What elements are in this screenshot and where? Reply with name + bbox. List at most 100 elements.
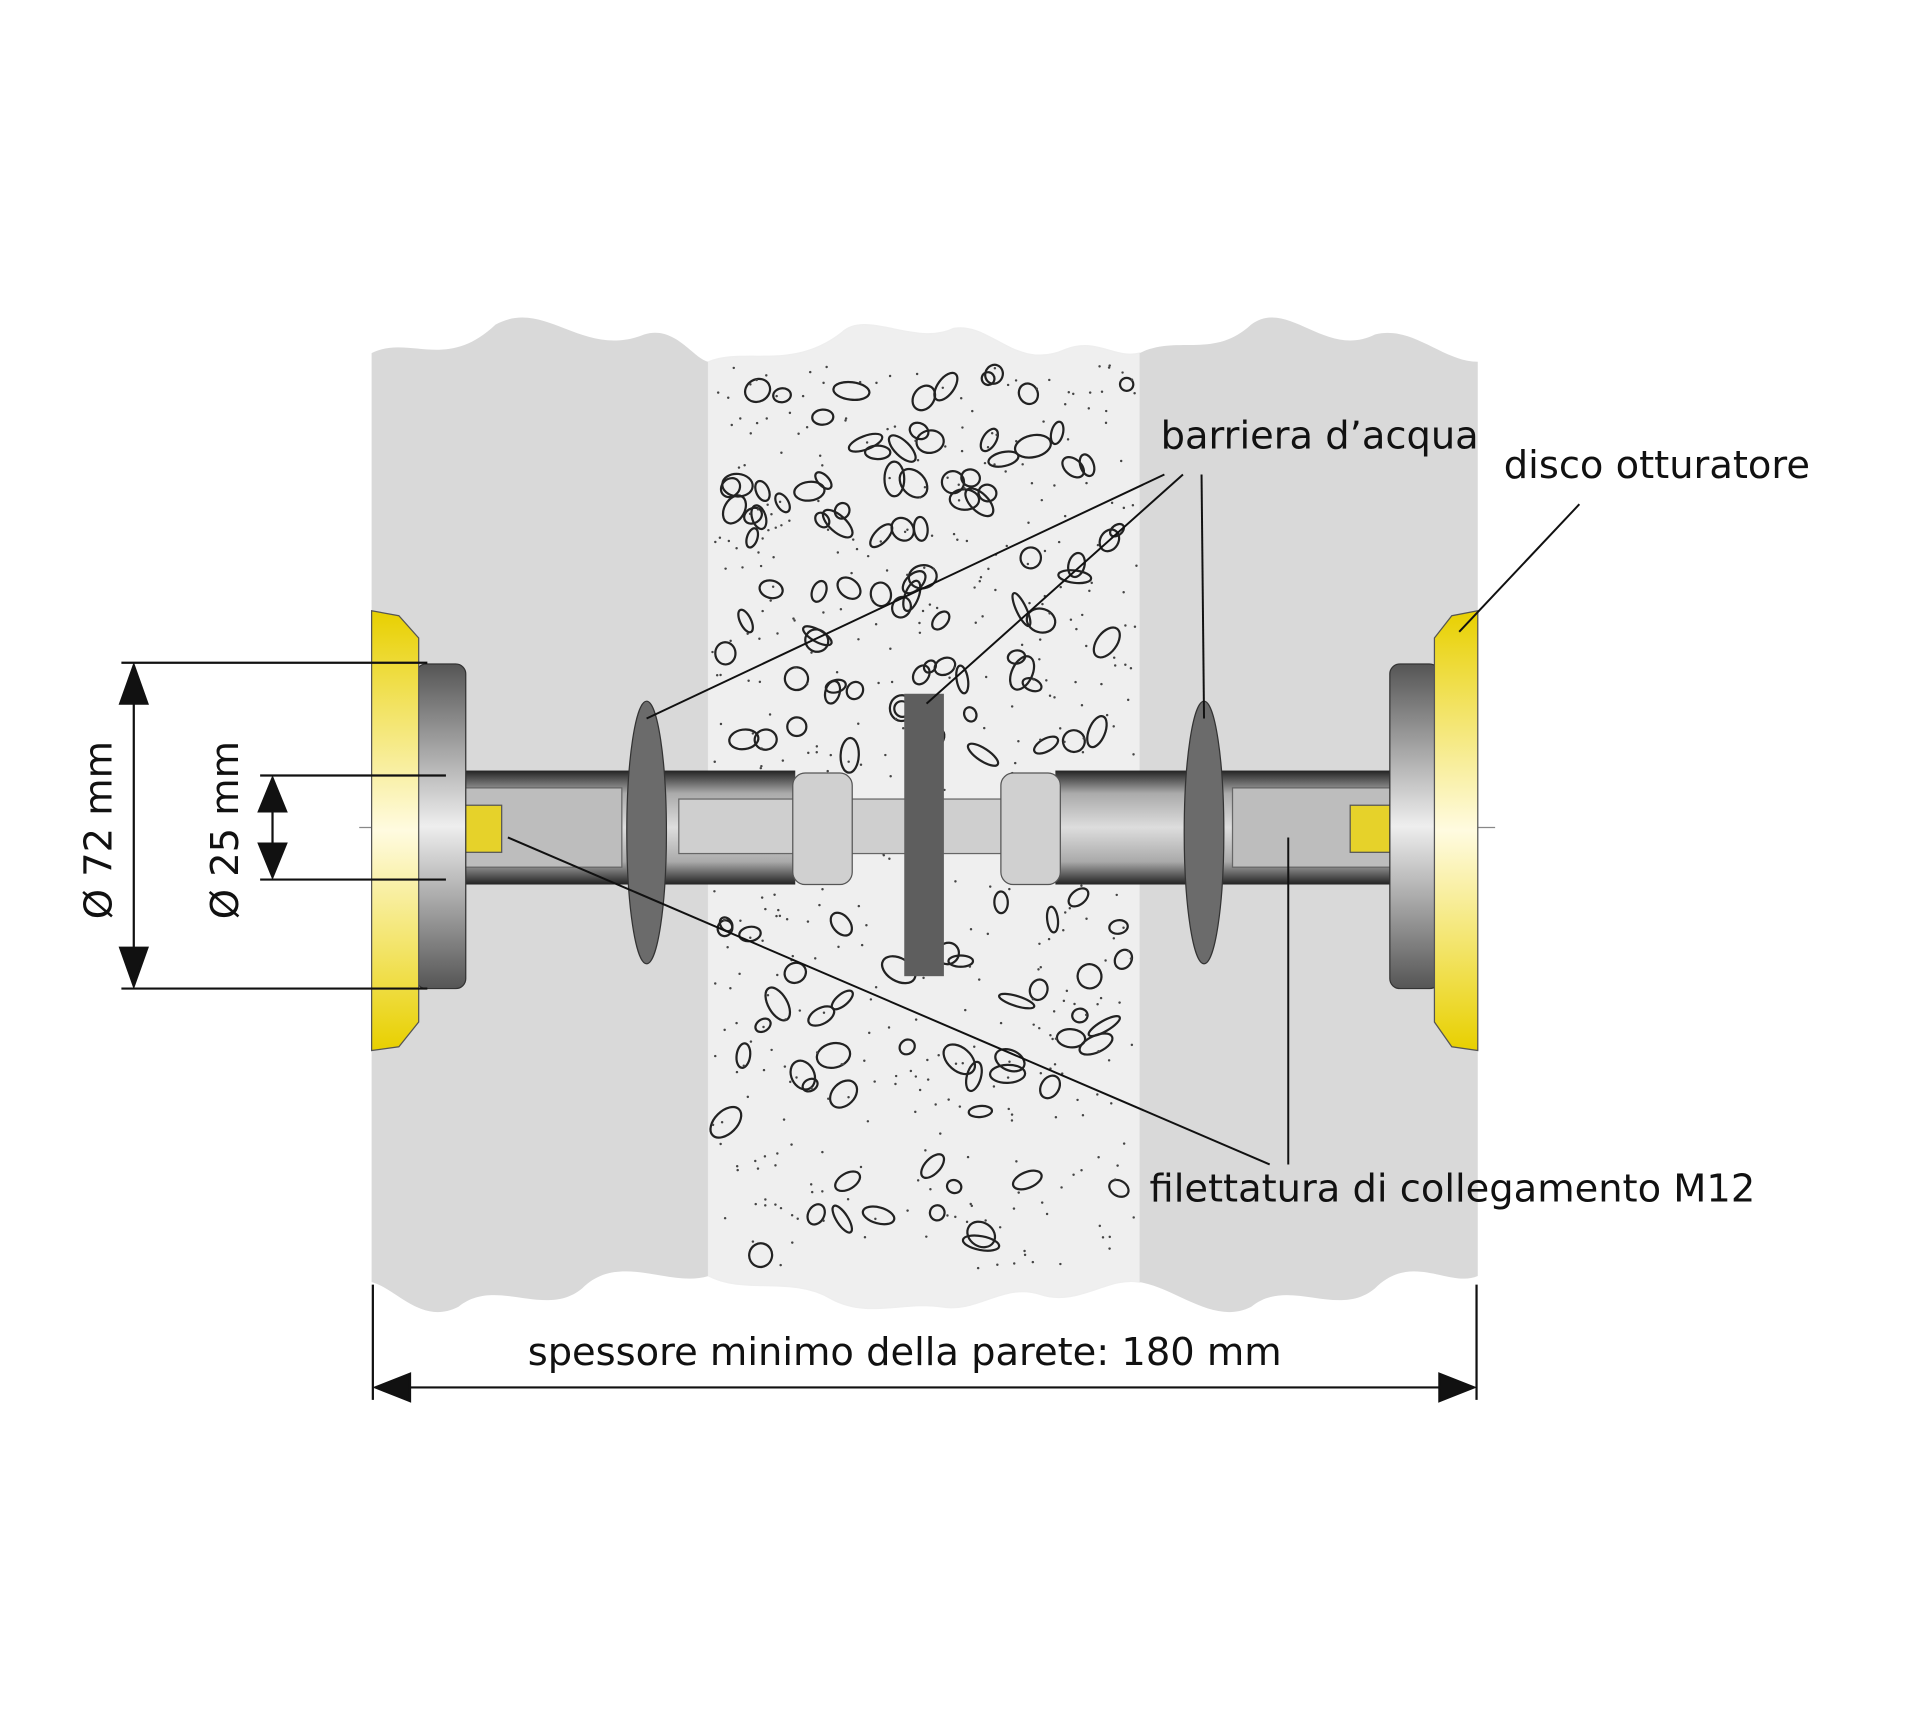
- sand-dot: [749, 1040, 753, 1043]
- aggregate-stone: [928, 1204, 946, 1222]
- aggregate-stone: [1092, 626, 1121, 659]
- sand-dot: [793, 619, 796, 622]
- sand-dot: [1008, 887, 1011, 891]
- sand-dot: [1067, 390, 1071, 394]
- sand-dot: [723, 1216, 727, 1220]
- sand-dot: [1121, 371, 1124, 374]
- sand-dot: [809, 1183, 813, 1186]
- sand-dot: [944, 445, 947, 448]
- sand-dot: [1027, 521, 1030, 524]
- sand-dot: [714, 540, 717, 544]
- aggregate-stone: [735, 1042, 752, 1069]
- sand-dot: [778, 500, 782, 504]
- aggregate-stone: [1055, 1028, 1087, 1049]
- sand-dot: [1030, 482, 1034, 485]
- sand-dot: [914, 1075, 918, 1078]
- sand-dot: [958, 1105, 962, 1108]
- sand-dot: [946, 476, 949, 479]
- sand-dot: [1015, 1160, 1018, 1163]
- sand-dot: [1122, 1142, 1126, 1145]
- sand-dot: [959, 396, 963, 400]
- sand-dot: [835, 671, 839, 674]
- aggregate-stone: [1061, 456, 1086, 479]
- sand-dot: [918, 631, 922, 635]
- sand-dot: [1021, 463, 1024, 466]
- sand-dot: [739, 417, 742, 420]
- sand-dot: [894, 1074, 898, 1078]
- sand-dot: [1063, 740, 1066, 744]
- sand-dot: [1047, 937, 1051, 941]
- sand-dot: [762, 1025, 765, 1029]
- sand-dot: [818, 454, 822, 457]
- sand-dot: [930, 534, 934, 538]
- sand-dot: [851, 538, 855, 541]
- sand-dot: [732, 366, 736, 370]
- sand-dot: [837, 945, 840, 949]
- sand-dot: [855, 547, 859, 551]
- sand-dot: [790, 1213, 794, 1217]
- sand-dot: [903, 530, 907, 534]
- sand-dot: [790, 1143, 793, 1146]
- sand-dot: [766, 503, 769, 506]
- sand-dot: [1113, 664, 1117, 667]
- aggregate-stone: [745, 527, 760, 549]
- sand-dot: [773, 893, 776, 896]
- sand-dot: [796, 1217, 799, 1220]
- aggregate-stone: [1109, 522, 1125, 538]
- aggregate-stone: [815, 1041, 852, 1069]
- label-sealing-disc: disco otturatore: [1504, 443, 1810, 488]
- sand-dot: [748, 512, 752, 516]
- sand-dot: [1110, 1102, 1113, 1105]
- sand-dot: [1124, 624, 1127, 627]
- sand-dot: [906, 528, 909, 531]
- aggregate-stone: [758, 579, 784, 600]
- sand-dot: [984, 1219, 987, 1222]
- sand-dot: [989, 885, 992, 888]
- aggregate-stone: [801, 1077, 819, 1093]
- sand-dot: [844, 419, 847, 422]
- sand-dot: [1060, 1186, 1063, 1189]
- sand-dot: [806, 920, 810, 923]
- aggregate-stone: [1108, 919, 1129, 935]
- aggregate-stone: [728, 728, 760, 751]
- sand-dot: [777, 908, 780, 912]
- sand-dot: [729, 986, 732, 990]
- sand-dot: [769, 599, 772, 602]
- sand-dot: [874, 1217, 877, 1221]
- sand-dot: [952, 666, 956, 669]
- sand-dot: [1053, 696, 1056, 699]
- sand-dot: [756, 508, 760, 511]
- sand-dot: [888, 476, 891, 480]
- sand-dot: [960, 449, 964, 453]
- sand-dot: [1006, 383, 1010, 387]
- sand-dot: [805, 426, 809, 429]
- sand-dot: [814, 957, 817, 960]
- sand-dot: [888, 374, 892, 378]
- sand-dot: [1048, 378, 1051, 382]
- aggregate-stone: [1028, 978, 1049, 1002]
- sand-dot: [998, 1226, 1002, 1229]
- sand-dot: [932, 567, 936, 571]
- sand-dot: [859, 763, 863, 766]
- sand-dot: [839, 607, 843, 611]
- sand-dot: [1032, 1023, 1035, 1026]
- sand-dot: [1051, 1037, 1054, 1041]
- aggregate-stone: [832, 380, 871, 402]
- sand-dot: [971, 409, 974, 413]
- sand-dot: [916, 1179, 920, 1182]
- sand-dot: [785, 918, 789, 921]
- sand-dot: [1013, 1262, 1016, 1265]
- sand-dot: [1020, 643, 1024, 647]
- sand-dot: [1045, 679, 1048, 682]
- sand-dot: [760, 764, 763, 768]
- aggregate-stone: [1067, 887, 1090, 908]
- sand-dot: [860, 943, 864, 947]
- sand-dot: [1100, 390, 1104, 393]
- sand-dot: [821, 1150, 824, 1154]
- sand-dot: [794, 666, 797, 669]
- sand-dot: [797, 432, 800, 436]
- aggregate-stone: [783, 666, 810, 692]
- aggregate-stone: [984, 363, 1004, 385]
- sand-dot: [1013, 761, 1017, 765]
